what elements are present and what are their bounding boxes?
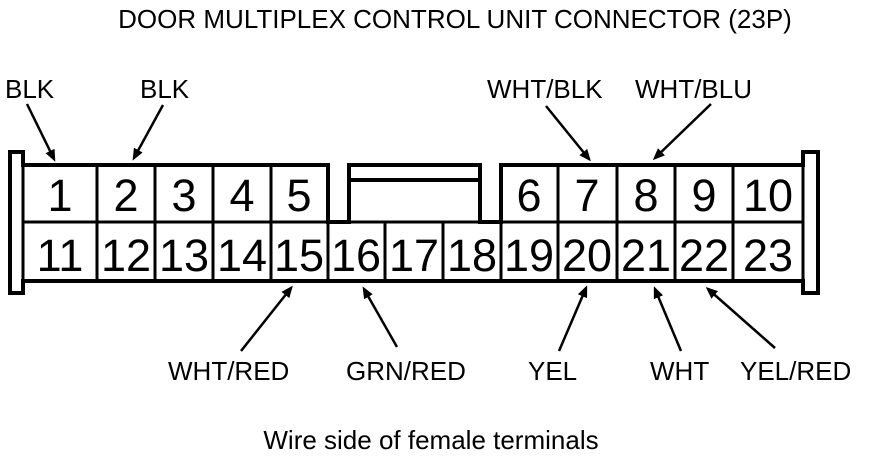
leader-arrows bbox=[25, 103, 776, 352]
arrow-wht-to-pin21 bbox=[653, 286, 683, 352]
pin-number: 4 bbox=[229, 170, 254, 221]
pin-cell-10: 10 bbox=[731, 163, 805, 224]
pin-number: 5 bbox=[286, 170, 311, 221]
arrow-whtblu-to-pin8 bbox=[652, 103, 712, 161]
pin-cell-18: 18 bbox=[441, 220, 503, 283]
pin-cell-2: 2 bbox=[95, 163, 157, 224]
pin-cell-13: 13 bbox=[153, 220, 215, 283]
pin-cell-14: 14 bbox=[211, 220, 273, 283]
pin-cell-15: 15 bbox=[269, 220, 330, 283]
pin-cell-20: 20 bbox=[556, 220, 619, 283]
pin-row-top: 1 2 3 4 5 6 7 bbox=[21, 163, 805, 224]
pin-cell-7: 7 bbox=[556, 163, 619, 224]
pin-number: 22 bbox=[679, 230, 729, 281]
wire-label-yelred-pin22: YEL/RED bbox=[740, 356, 851, 386]
wire-label-grnred-pin16: GRN/RED bbox=[346, 356, 466, 386]
wire-labels-top: BLK BLK WHT/BLK WHT/BLU bbox=[5, 74, 752, 104]
pin-cell-box bbox=[731, 220, 805, 283]
pin-cell-16: 16 bbox=[326, 220, 387, 283]
pin-cell-9: 9 bbox=[673, 163, 735, 224]
pin-cell-8: 8 bbox=[615, 163, 677, 224]
pin-number: 1 bbox=[47, 170, 72, 221]
arrow-grnred-to-pin16 bbox=[362, 286, 399, 348]
pin-number: 23 bbox=[743, 230, 793, 281]
wire-label-wht-pin21: WHT bbox=[650, 356, 709, 386]
pin-number: 20 bbox=[562, 230, 612, 281]
pin-number: 6 bbox=[516, 170, 541, 221]
wire-labels-bottom: WHT/RED GRN/RED YEL WHT YEL/RED bbox=[168, 356, 851, 386]
pin-cell-1: 1 bbox=[21, 163, 99, 224]
pin-number: 14 bbox=[217, 230, 267, 281]
pin-number: 2 bbox=[113, 170, 138, 221]
pin-number: 12 bbox=[101, 230, 151, 281]
wire-label-whtblu-pin8: WHT/BLU bbox=[635, 74, 752, 104]
pin-number: 7 bbox=[574, 170, 599, 221]
pin-number: 15 bbox=[274, 230, 324, 281]
pin-number: 16 bbox=[331, 230, 381, 281]
pin-cell-19: 19 bbox=[499, 220, 560, 283]
arrow-yelred-to-pin22 bbox=[705, 287, 776, 349]
pin-cell-3: 3 bbox=[153, 163, 215, 224]
wire-label-whtred-pin15: WHT/RED bbox=[168, 356, 289, 386]
pin-cell-23: 23 bbox=[731, 220, 805, 283]
arrow-whtblk-to-pin7 bbox=[545, 105, 591, 162]
pin-number: 19 bbox=[504, 230, 554, 281]
arrow-yel-to-pin20 bbox=[557, 285, 588, 352]
pin-cell-4: 4 bbox=[211, 163, 273, 224]
arrow-blk-to-pin2 bbox=[132, 104, 165, 161]
pin-number: 10 bbox=[743, 170, 793, 221]
pin-cell-22: 22 bbox=[673, 220, 735, 283]
pin-number: 3 bbox=[171, 170, 196, 221]
pin-row-bottom: 11 12 13 14 15 16 bbox=[21, 220, 805, 283]
wire-label-blk-pin1: BLK bbox=[5, 74, 55, 104]
pin-number: 13 bbox=[159, 230, 209, 281]
pin-cell-12: 12 bbox=[95, 220, 157, 283]
pin-number: 18 bbox=[447, 230, 497, 281]
wire-label-whtblk-pin7: WHT/BLK bbox=[487, 74, 603, 104]
wire-label-yel-pin20: YEL bbox=[528, 356, 577, 386]
diagram-title: DOOR MULTIPLEX CONTROL UNIT CONNECTOR (2… bbox=[118, 4, 792, 34]
diagram-caption: Wire side of female terminals bbox=[263, 425, 598, 455]
pin-cell-21: 21 bbox=[615, 220, 677, 283]
arrow-blk-to-pin1 bbox=[25, 103, 56, 162]
pin-number: 21 bbox=[621, 230, 671, 281]
wire-label-blk-pin2: BLK bbox=[140, 74, 190, 104]
pin-cell-17: 17 bbox=[383, 220, 445, 283]
pin-number: 17 bbox=[389, 230, 439, 281]
pin-number: 11 bbox=[37, 230, 84, 281]
pin-number: 8 bbox=[633, 170, 658, 221]
pin-cell-11: 11 bbox=[21, 220, 99, 283]
pin-cell-6: 6 bbox=[499, 163, 560, 224]
arrow-whtred-to-pin15 bbox=[240, 285, 293, 352]
pin-cell-5: 5 bbox=[269, 163, 330, 224]
pin-number: 9 bbox=[691, 170, 716, 221]
